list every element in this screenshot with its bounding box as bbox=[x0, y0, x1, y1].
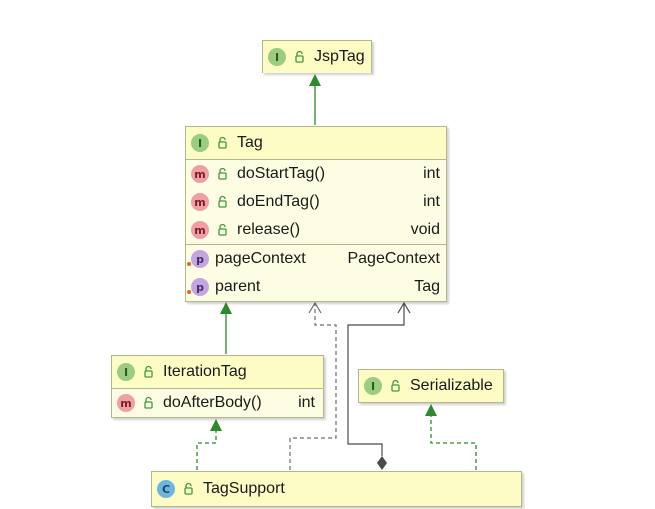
node-jsptag-header: I JspTag bbox=[263, 41, 371, 73]
method-return-type: int bbox=[298, 394, 315, 411]
method-icon: m bbox=[191, 221, 209, 239]
method-icon: m bbox=[191, 165, 209, 183]
interface-icon: I bbox=[364, 377, 382, 395]
method-name: doStartTag() bbox=[237, 165, 326, 182]
method-row[interactable]: m doStartTag() int bbox=[186, 160, 446, 188]
method-icon: m bbox=[117, 394, 135, 412]
property-name: parent bbox=[215, 278, 261, 295]
node-tag-properties: p pageContext PageContext p parent Tag bbox=[186, 244, 446, 301]
method-name: release() bbox=[237, 221, 301, 238]
property-row[interactable]: p pageContext PageContext bbox=[186, 245, 446, 273]
property-type: PageContext bbox=[347, 250, 440, 267]
public-lock-icon bbox=[391, 379, 400, 392]
edge-tagsupport-implements-serializable bbox=[425, 404, 477, 470]
method-row[interactable]: m release() void bbox=[186, 216, 446, 244]
node-tag-title: Tag bbox=[237, 134, 263, 151]
node-serializable-title: Serializable bbox=[410, 377, 493, 394]
node-iterationtag-header: I IterationTag bbox=[112, 356, 323, 388]
property-name: pageContext bbox=[215, 250, 306, 267]
node-tagsupport-title: TagSupport bbox=[203, 480, 285, 497]
edge-iterationtag-extends-tag bbox=[220, 302, 232, 354]
node-tag-header: I Tag bbox=[186, 127, 446, 159]
method-row[interactable]: m doAfterBody() int bbox=[112, 389, 323, 417]
interface-icon: I bbox=[191, 134, 209, 152]
public-lock-icon bbox=[218, 136, 227, 149]
edge-tagsupport-implements-tag bbox=[289, 301, 337, 470]
property-icon: p bbox=[187, 278, 209, 296]
node-iterationtag[interactable]: I IterationTag m doAfterBody() int bbox=[111, 355, 324, 418]
method-name: doEndTag() bbox=[237, 193, 320, 210]
public-lock-icon bbox=[184, 482, 193, 495]
node-iterationtag-title: IterationTag bbox=[163, 363, 247, 380]
public-lock-icon bbox=[218, 195, 227, 208]
edge-tagsupport-implements-iterationtag bbox=[196, 419, 222, 470]
method-return-type: void bbox=[410, 221, 440, 238]
method-return-type: int bbox=[423, 193, 440, 210]
edge-tagsupport-association-tag bbox=[347, 301, 411, 470]
node-tag-methods: m doStartTag() int m doEndTag() int m re… bbox=[186, 159, 446, 244]
class-icon: C bbox=[157, 480, 175, 498]
node-jsptag[interactable]: I JspTag bbox=[262, 40, 372, 73]
node-tagsupport-header: C TagSupport bbox=[152, 472, 521, 506]
public-lock-icon bbox=[144, 396, 153, 409]
node-serializable-header: I Serializable bbox=[359, 370, 503, 402]
node-jsptag-title: JspTag bbox=[314, 48, 365, 65]
property-type: Tag bbox=[414, 278, 440, 295]
public-lock-icon bbox=[295, 50, 304, 63]
interface-icon: I bbox=[117, 363, 135, 381]
node-iterationtag-methods: m doAfterBody() int bbox=[112, 388, 323, 417]
edge-tag-extends-jsptag bbox=[309, 74, 321, 125]
method-icon: m bbox=[191, 193, 209, 211]
method-return-type: int bbox=[423, 165, 440, 182]
node-tag[interactable]: I Tag m doStartTag() int m doEndTag() in… bbox=[185, 126, 447, 302]
interface-icon: I bbox=[268, 48, 286, 66]
public-lock-icon bbox=[144, 365, 153, 378]
property-row[interactable]: p parent Tag bbox=[186, 273, 446, 301]
node-serializable[interactable]: I Serializable bbox=[358, 369, 504, 403]
method-row[interactable]: m doEndTag() int bbox=[186, 188, 446, 216]
public-lock-icon bbox=[218, 223, 227, 236]
property-icon: p bbox=[187, 250, 209, 268]
node-tagsupport[interactable]: C TagSupport bbox=[151, 471, 522, 507]
method-name: doAfterBody() bbox=[163, 394, 262, 411]
public-lock-icon bbox=[218, 167, 227, 180]
